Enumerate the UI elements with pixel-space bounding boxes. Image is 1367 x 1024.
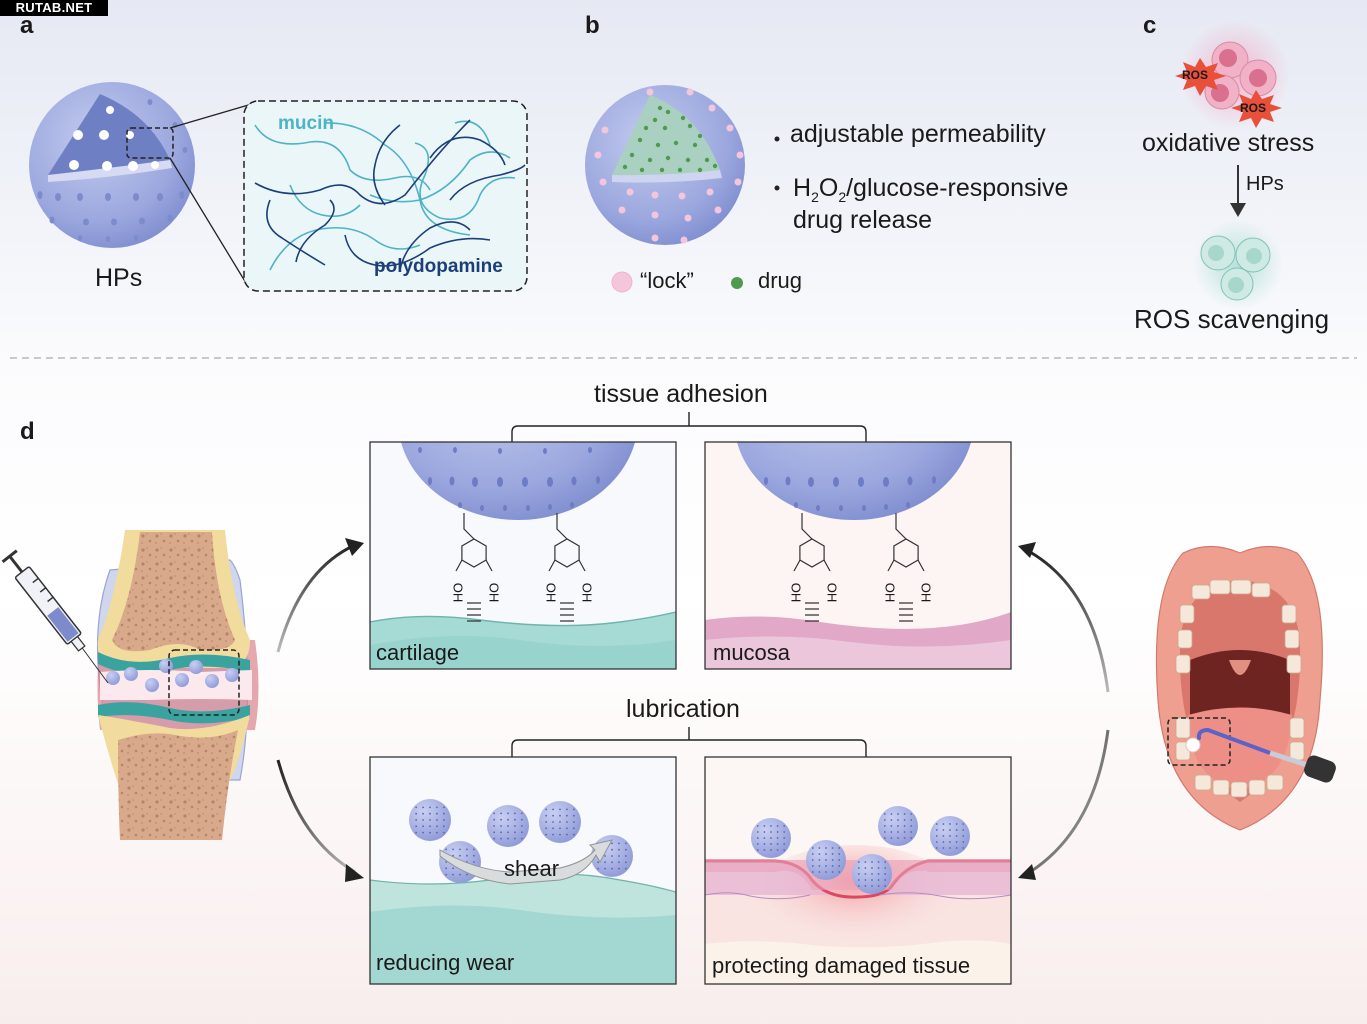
hydrogen-bond [467, 602, 481, 622]
cartilage-label: cartilage [376, 640, 460, 665]
bullet-dot [774, 136, 780, 142]
hydroxyl-bond [548, 559, 586, 572]
oxidative-stress-cells [1175, 20, 1290, 130]
curved-arrow-icon [276, 543, 356, 653]
catechol-structures [455, 513, 925, 622]
o-symbol: O [818, 174, 839, 202]
hp-particle [487, 805, 529, 847]
shear-arrow-icon [439, 839, 613, 885]
oh-label: OH [450, 582, 466, 603]
drug-legend-swatch [731, 277, 743, 289]
h-symbol: H [793, 174, 812, 202]
panel-b-letter: b [585, 12, 600, 39]
hp-particle-cutaway [29, 82, 263, 284]
oh-label: OH [918, 582, 934, 603]
hp-particle [806, 840, 846, 880]
drug-legend-label: drug [758, 268, 803, 293]
glucose-responsive-text: /glucose-responsive [846, 174, 1069, 202]
hp-particle [930, 816, 970, 856]
protecting-damaged-tissue-label: protecting damaged tissue [712, 953, 971, 978]
hp-particle [751, 818, 791, 858]
subscript-2: 2 [838, 189, 847, 205]
panel-d-letter: d [20, 418, 35, 445]
lubrication-title: lubrication [626, 695, 740, 723]
alkyl-chain [556, 513, 568, 540]
bullet-h2o2-glucose-responsive: H2O2/glucose-responsive [793, 174, 1068, 205]
benzene-ring [893, 538, 919, 568]
oh-label: OH [824, 582, 840, 603]
hp-particle [852, 854, 892, 894]
hydroxyl-bond [455, 559, 493, 572]
curved-arrow-icon [276, 759, 356, 874]
ros-scavenging-label: ROS scavenging [1134, 304, 1330, 334]
lock-legend-swatch [611, 271, 633, 293]
lubrication-bracket [511, 727, 867, 757]
polydopamine-label: polydopamine [374, 256, 503, 277]
hp-particle [409, 799, 451, 841]
knee-joint-illustration [1, 530, 259, 840]
subscript-2: 2 [811, 189, 819, 205]
open-mouth-illustration [1155, 545, 1336, 831]
curved-arrow-icon [1029, 550, 1110, 693]
hp-particle [539, 801, 581, 843]
oh-label: OH [882, 582, 898, 603]
hps-label: HPs [95, 264, 143, 292]
watermark: RUTAB.NET [0, 0, 108, 16]
bullet-dot [774, 185, 780, 191]
shear-label: shear [504, 856, 560, 881]
benzene-ring [799, 538, 825, 568]
tissue-adhesion-title: tissue adhesion [594, 380, 768, 408]
hydrogen-bond [560, 602, 574, 622]
arrowhead-icon [345, 538, 364, 556]
curved-arrow-icon [1029, 729, 1110, 874]
oh-label: OH [486, 582, 502, 603]
drug-loaded-particle [585, 85, 745, 245]
mucin-polydopamine-zoom-box [243, 100, 528, 292]
ros-badge-1: ROS [1182, 68, 1209, 82]
oh-label: OH [579, 582, 595, 603]
arrowhead-icon [1018, 864, 1036, 880]
hydroxyl-bond [887, 559, 925, 572]
alkyl-chain [463, 513, 475, 540]
ros-badge-2: ROS [1240, 101, 1267, 115]
oh-label: OH [788, 582, 804, 603]
panel-c-letter: c [1143, 12, 1157, 39]
hydrogen-bond [899, 602, 913, 622]
hp-particle [878, 806, 918, 846]
mucosa-adhesion-box [704, 441, 1012, 670]
mucosa-label: mucosa [713, 640, 791, 665]
down-arrow-icon [1230, 165, 1246, 217]
benzene-ring [554, 538, 580, 568]
hydrogen-bond [805, 602, 819, 622]
reducing-wear-label: reducing wear [376, 950, 515, 975]
bullet-adjustable-permeability: adjustable permeability [790, 120, 1046, 148]
hydroxyl-bond [793, 559, 831, 572]
cartilage-adhesion-box [369, 441, 677, 670]
mucin-label: mucin [278, 113, 334, 134]
bullet-drug-release: drug release [793, 206, 932, 234]
hps-arrow-label: HPs [1246, 173, 1284, 195]
alkyl-chain [895, 513, 907, 540]
arrowhead-icon [1018, 542, 1036, 558]
panel-a-letter: a [20, 12, 34, 39]
benzene-ring [461, 538, 487, 568]
oxidative-stress-label: oxidative stress [1142, 129, 1315, 157]
arrowhead-icon [345, 864, 364, 882]
protective-particles [751, 806, 970, 894]
oh-label: OH [543, 582, 559, 603]
lock-legend-label: “lock” [640, 268, 694, 293]
healthy-cells [1193, 220, 1283, 310]
alkyl-chain [801, 513, 813, 540]
adhesion-bracket [511, 412, 867, 442]
